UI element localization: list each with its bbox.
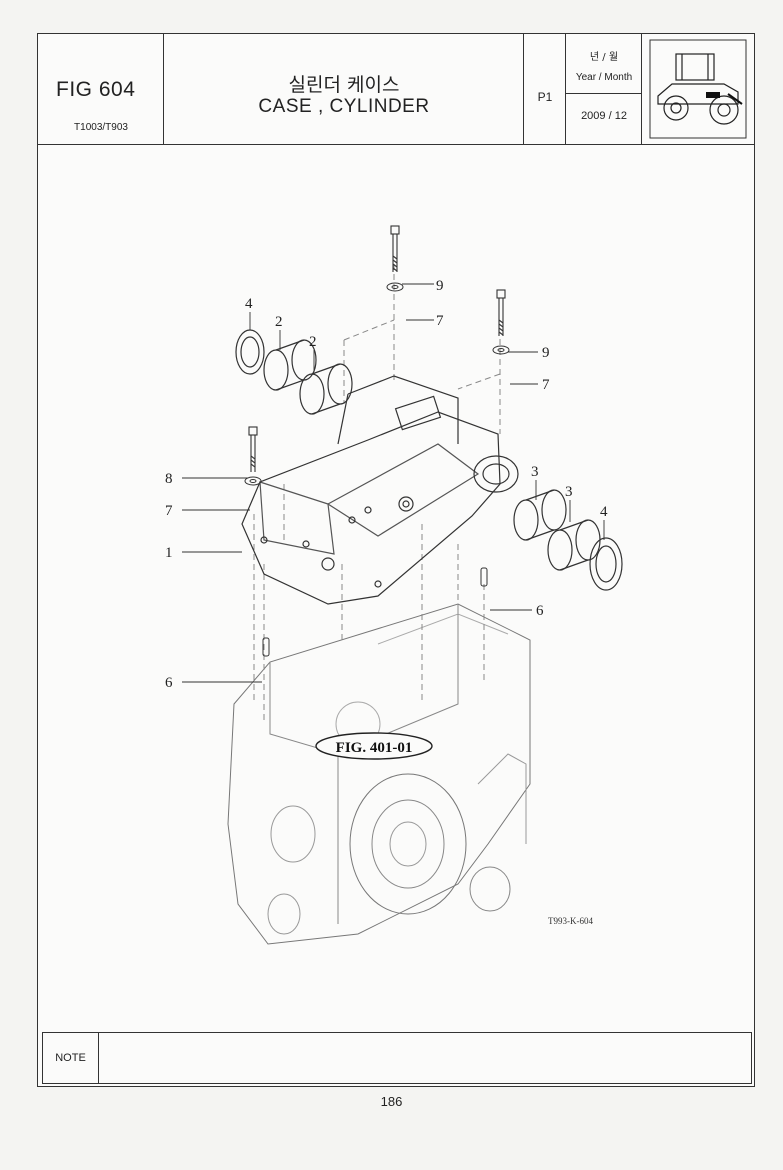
tractor-location-icon: [649, 39, 747, 139]
callout-8: 8: [165, 471, 173, 487]
date-cell: 년 / 월 Year / Month 2009 / 12: [566, 34, 642, 144]
title-cell: 실린더 케이스 CASE , CYLINDER: [164, 34, 524, 144]
callout-3-second: 3: [565, 484, 573, 500]
callout-6-right: 6: [536, 603, 544, 619]
callout-7-right: 7: [542, 377, 550, 393]
reference-figure-text: FIG. 401-01: [336, 740, 413, 756]
diagram-canvas: 9 7 9 7 4 2 2 3 3 4 8 7 1 6 6 FIG. 401-0…: [165, 225, 623, 945]
note-label: NOTE: [43, 1033, 99, 1083]
parts-sheet: FIG 604 T1003/T903 실린더 케이스 CASE , CYLIND…: [37, 33, 755, 1087]
page-code-cell: P1: [524, 34, 566, 144]
left-bushings: [235, 329, 353, 415]
figure-number: FIG 604: [56, 78, 136, 101]
callout-2-second: 2: [309, 334, 317, 350]
callout-4-left: 4: [245, 296, 253, 312]
callout-2-left: 2: [275, 314, 283, 330]
callout-4-right: 4: [600, 504, 608, 520]
callout-labels: 9 7 9 7 4 2 2 3 3 4 8 7 1 6 6: [165, 278, 608, 691]
callout-9-upper: 9: [436, 278, 444, 294]
date-heading-box: 년 / 월 Year / Month: [566, 34, 642, 94]
callout-7-upper: 7: [436, 313, 444, 329]
right-bushings: [513, 489, 623, 591]
year-month-label: Year / Month: [575, 72, 633, 83]
leader-lines: [182, 283, 605, 683]
thumbnail-cell: [642, 34, 754, 144]
model-list: T1003/T903: [74, 122, 128, 133]
washers: [244, 282, 510, 486]
figure-cell: FIG 604 T1003/T903: [38, 34, 164, 144]
transmission-housing: [227, 603, 531, 945]
title-english: CASE , CYLINDER: [258, 96, 430, 117]
callout-3-right: 3: [531, 464, 539, 480]
callout-6-left: 6: [165, 675, 173, 691]
callout-9-right: 9: [542, 345, 550, 361]
year-month-korean: 년 / 월: [589, 52, 619, 63]
assembly-guides: [253, 264, 501, 724]
drawing-code: T993-K-604: [548, 916, 593, 926]
bolts: [248, 225, 506, 472]
callout-7-left: 7: [165, 503, 173, 519]
reference-figure-label: FIG. 401-01: [315, 732, 433, 760]
year-month-value: 2009 / 12: [581, 110, 627, 122]
callout-1: 1: [165, 545, 173, 561]
title-korean: 실린더 케이스: [288, 74, 400, 96]
page-number: 186: [380, 1094, 403, 1109]
page-code: P1: [537, 90, 553, 104]
cylinder-case: [241, 375, 519, 605]
pins: [262, 567, 488, 657]
note-row: NOTE: [42, 1032, 752, 1084]
exploded-parts-diagram: 9 7 9 7 4 2 2 3 3 4 8 7 1 6 6 FIG. 401-0…: [38, 144, 754, 1032]
title-block: FIG 604 T1003/T903 실린더 케이스 CASE , CYLIND…: [38, 34, 754, 145]
